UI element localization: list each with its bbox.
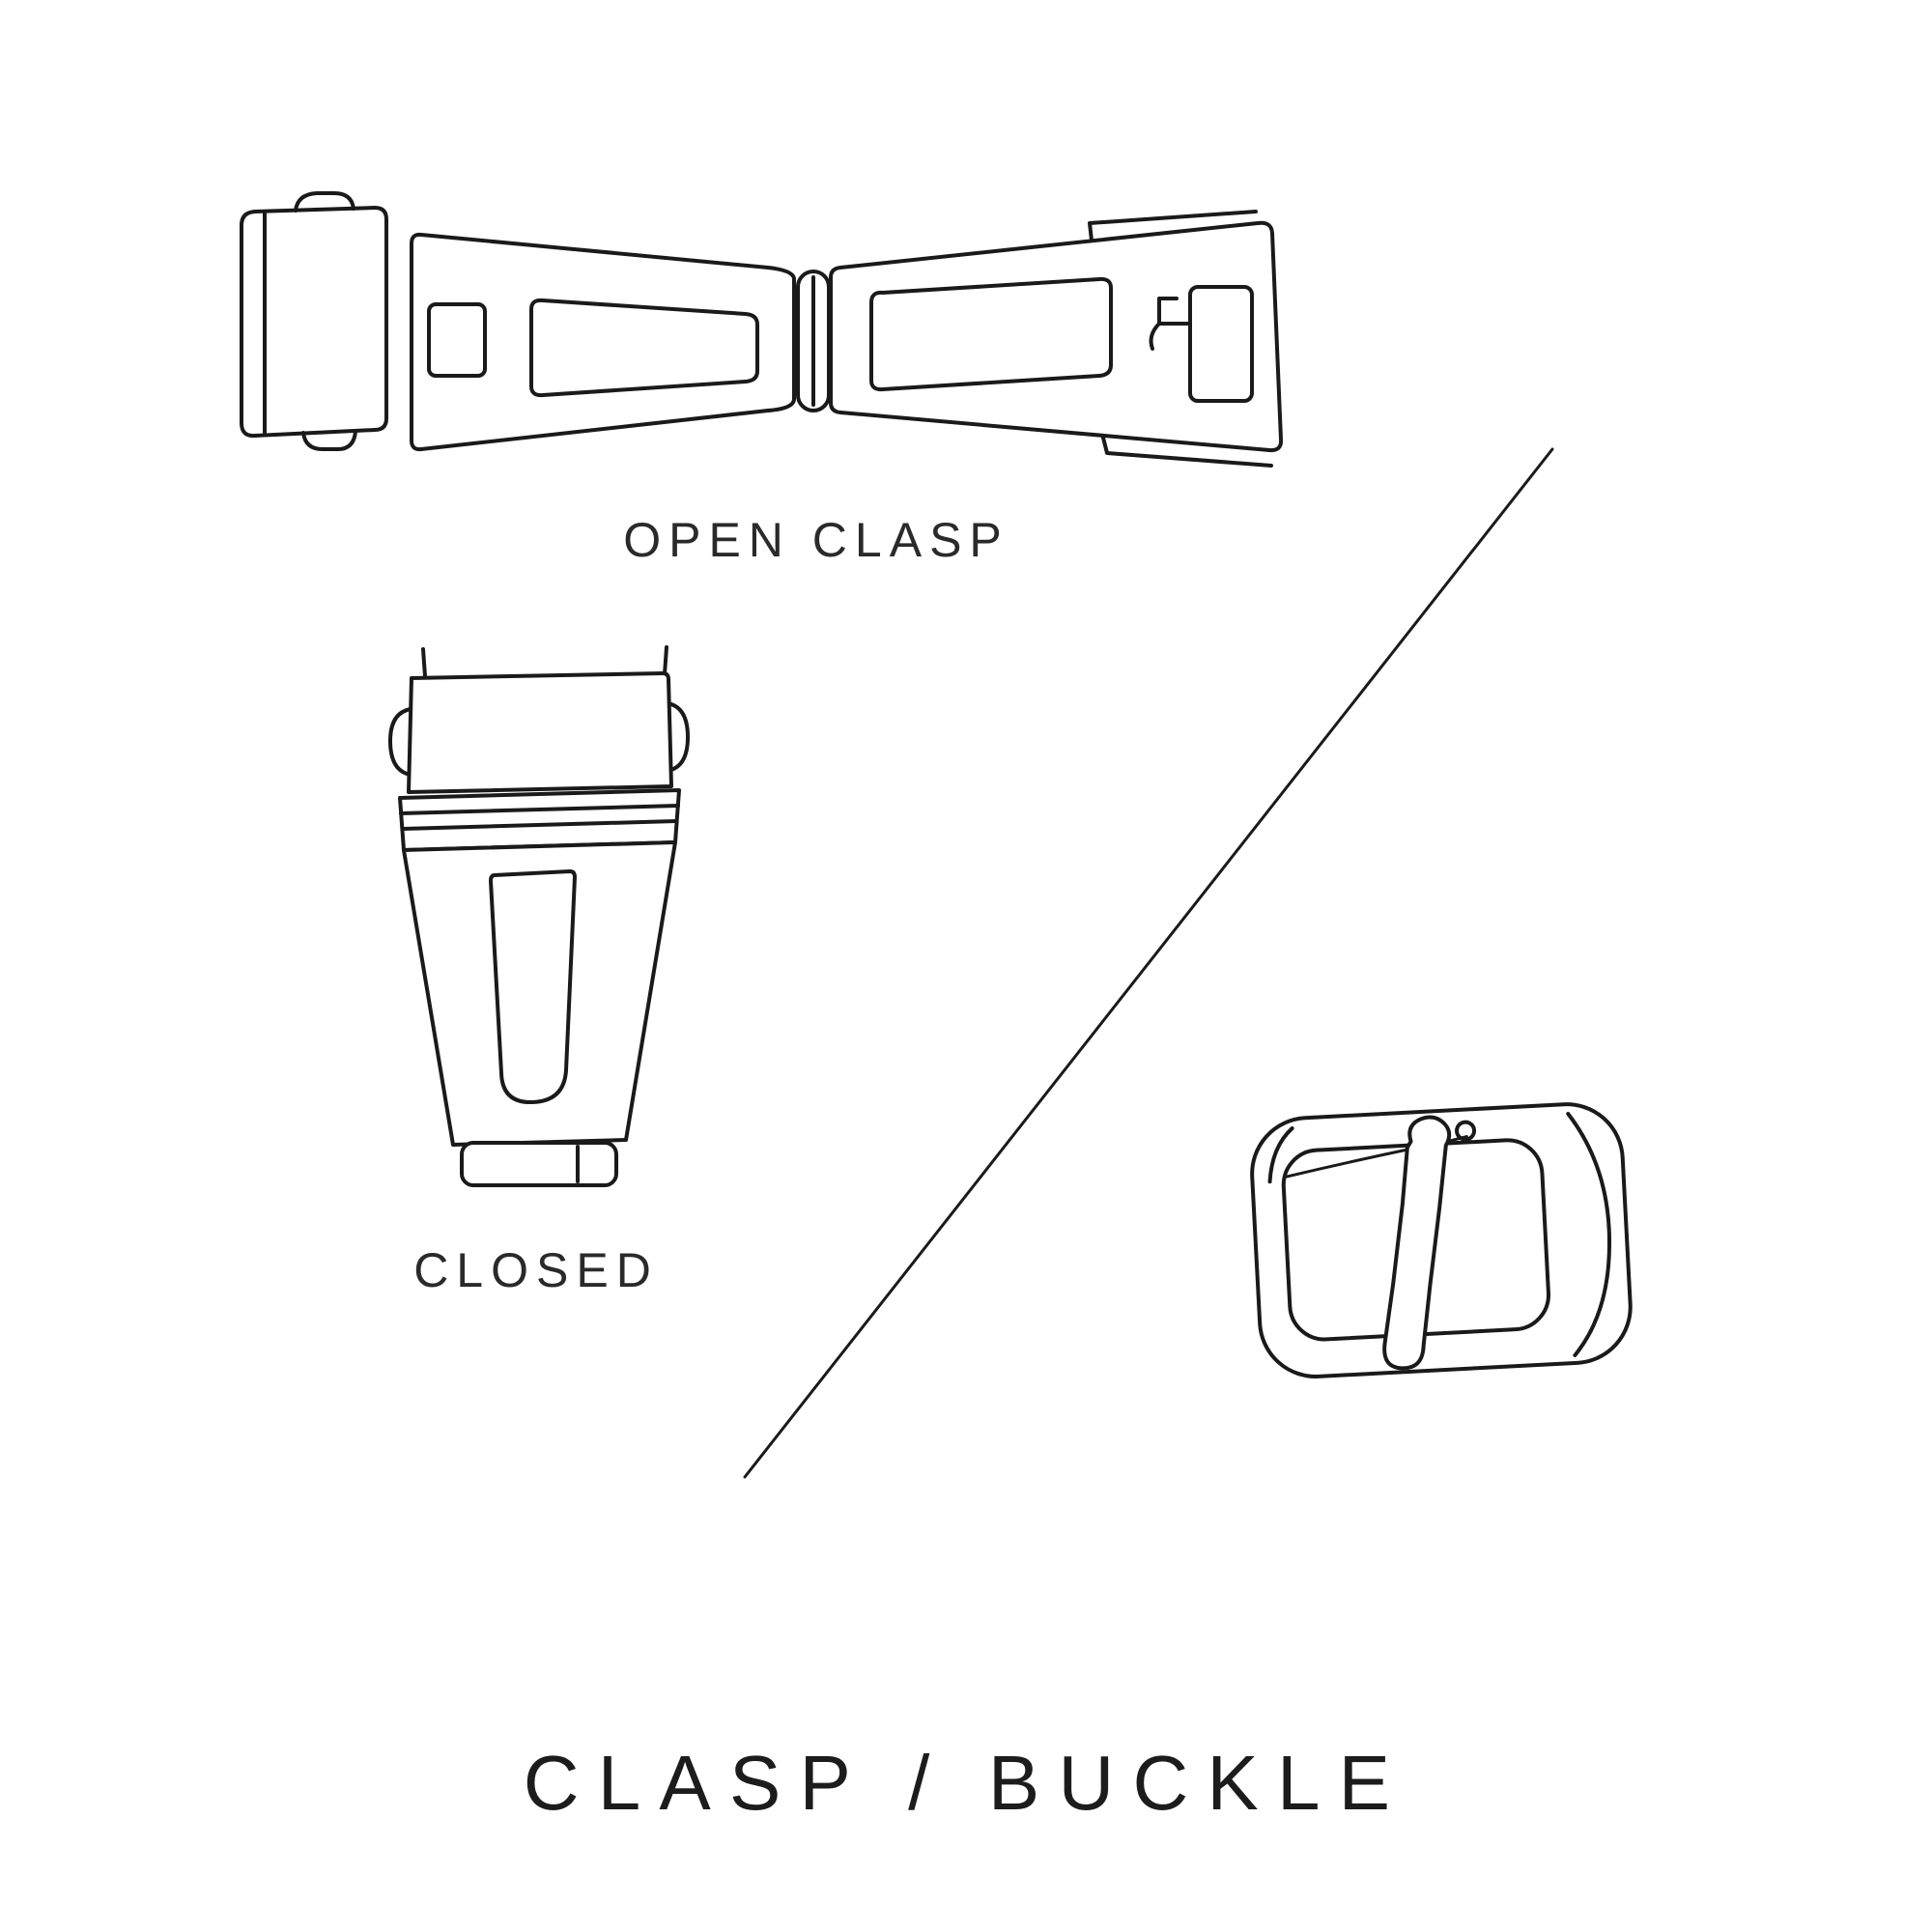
tang-buckle-illustration — [1250, 1102, 1633, 1378]
open-clasp-illustration — [240, 191, 1284, 468]
page-title: CLASP / BUCKLE — [523, 1740, 1409, 1826]
closed-label: CLOSED — [413, 1243, 659, 1297]
closed-clasp-illustration — [388, 645, 690, 1187]
open-clasp-label: OPEN CLASP — [623, 513, 1009, 567]
divider-line — [743, 447, 1554, 1479]
